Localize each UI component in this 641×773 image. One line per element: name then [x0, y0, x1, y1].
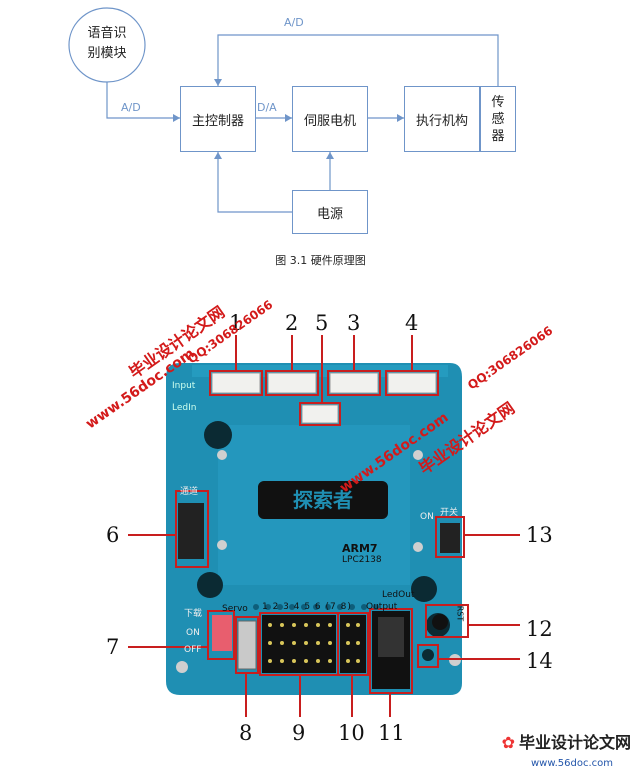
brand-logo: ✿毕业设计论文网 — [502, 729, 631, 753]
arm-label: ARM7 — [342, 542, 378, 555]
input-label: Input — [172, 381, 196, 391]
arrow-power-main — [217, 152, 292, 213]
ledout-label: LedOut — [382, 590, 415, 600]
callout-1: 1 — [229, 311, 243, 335]
callout-4: 4 — [405, 311, 419, 335]
download-label: 下载 — [184, 609, 203, 619]
callout-8: 8 — [239, 721, 253, 745]
fire-icon: ✿ — [501, 733, 515, 752]
arrow-voice-main — [106, 82, 180, 119]
switch-on-label: ON — [420, 512, 434, 522]
callout-14: 14 — [526, 649, 553, 673]
servo-numbers-label: 1 2 3 4 5 6 (7 8) — [262, 602, 352, 612]
controller-board-photo: Input LedIn 通道 开关 ON 下载 ON OFF Servo 1 2… — [0, 285, 641, 773]
board-drawing — [128, 335, 520, 717]
download-off-label: OFF — [184, 645, 202, 655]
brand-name: 毕业设计论文网 — [518, 733, 631, 752]
callout-7: 7 — [106, 635, 120, 659]
callout-10: 10 — [338, 721, 365, 745]
output-label: Output — [366, 602, 398, 612]
callout-3: 3 — [347, 311, 361, 335]
label-ad-top: A/D — [284, 16, 304, 29]
diagram-connectors — [68, 7, 499, 213]
chip-label: LPC2138 — [342, 555, 382, 565]
sensor-box: 传感器 — [480, 86, 516, 152]
arrow-sensor-main — [217, 34, 499, 86]
callout-11: 11 — [378, 721, 405, 745]
ledin-label: LedIn — [172, 403, 197, 413]
label-da: D/A — [257, 101, 277, 114]
channel-label: 通道 — [180, 487, 199, 497]
servo-motor-box: 伺服电机 — [292, 86, 368, 152]
callout-12: 12 — [526, 617, 553, 641]
callout-9: 9 — [292, 721, 306, 745]
callout-13: 13 — [526, 523, 553, 547]
switch-label: 开关 — [440, 508, 459, 518]
label-ad-left: A/D — [121, 101, 141, 114]
callout-6: 6 — [106, 523, 120, 547]
callout-5: 5 — [315, 311, 329, 335]
voice-module-label: 语音识别模块 — [87, 26, 127, 61]
rst-label: RST — [455, 605, 465, 622]
hardware-block-diagram: 语音识别模块 主控制器 伺服电机 执行机构 传感器 电源 A/D A/D D/A — [0, 0, 641, 250]
board-logo: 探索者 — [258, 481, 388, 519]
servo-label: Servo — [222, 604, 248, 614]
callout-2: 2 — [285, 311, 299, 335]
download-on-label: ON — [186, 628, 200, 638]
power-box: 电源 — [292, 190, 368, 234]
brand-url: www.56doc.com — [530, 758, 613, 769]
figure-caption: 图 3.1 硬件原理图 — [275, 254, 366, 267]
main-controller-box: 主控制器 — [180, 86, 256, 152]
actuator-box: 执行机构 — [404, 86, 480, 152]
